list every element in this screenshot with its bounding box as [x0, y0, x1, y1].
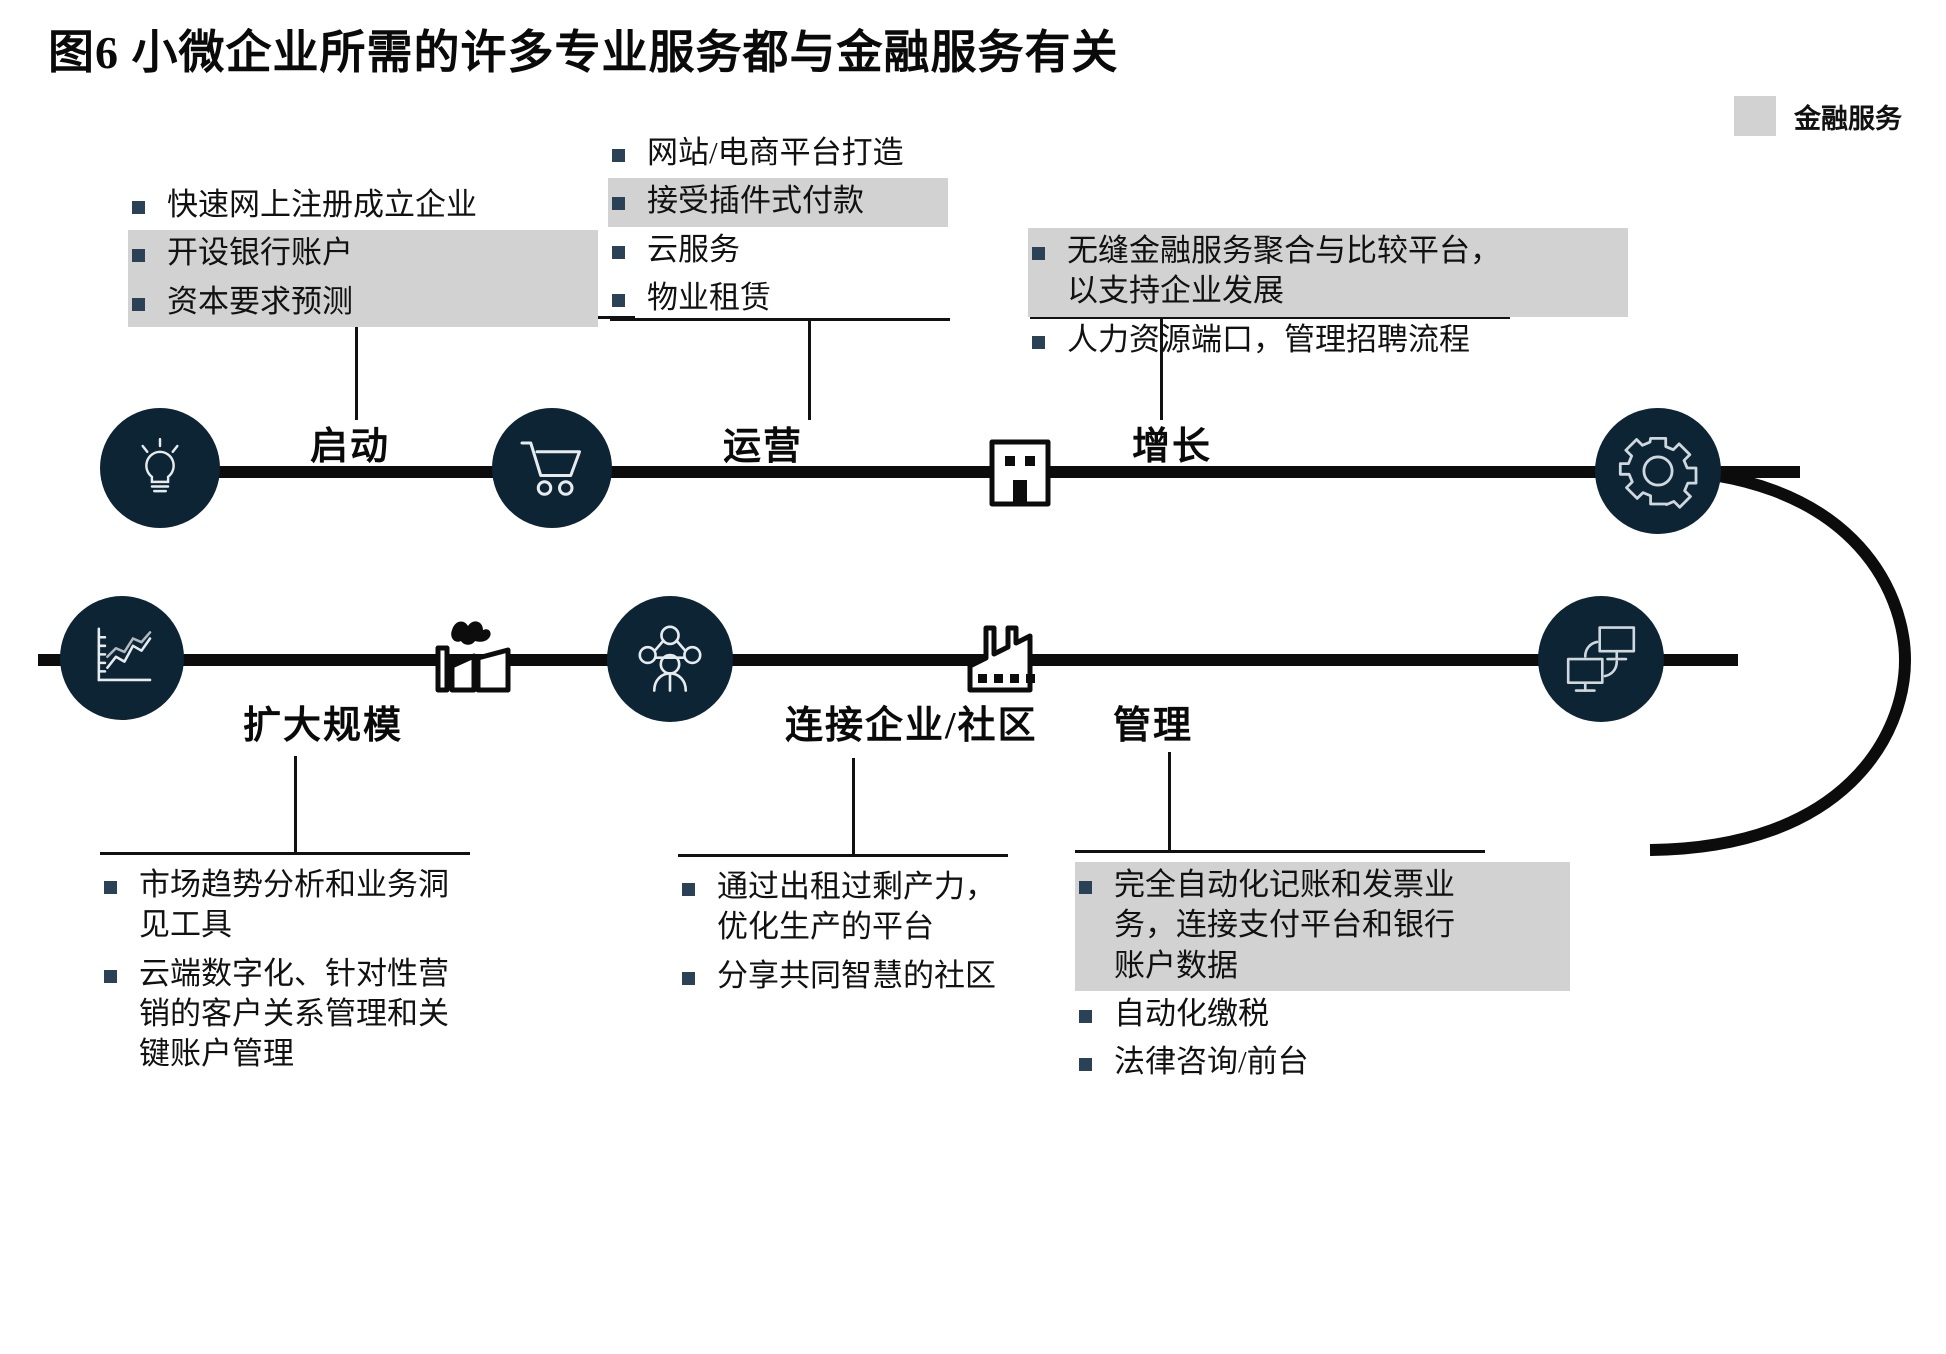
- bullet-block-manage: 完全自动化记账和发票业 务，连接支付平台和银行 账户数据 自动化缴税 法律咨询/…: [1075, 862, 1570, 1087]
- bullet-block-operate: 网站/电商平台打造 接受插件式付款 云服务 物业租赁: [608, 130, 948, 323]
- bullet-square-icon: [1032, 335, 1045, 349]
- bullet-square-icon: [612, 197, 625, 211]
- bullet-block-startup: 快速网上注册成立企业 开设银行账户 资本要求预测: [128, 182, 598, 327]
- bullet-square-icon: [1079, 1009, 1092, 1023]
- timeline-curve-connector: [1649, 464, 1912, 856]
- bullet-square-icon: [132, 201, 145, 214]
- stage-node-scale[interactable]: [60, 596, 184, 720]
- figure-title: 图6 小微企业所需的许多专业服务都与金融服务有关: [48, 27, 1119, 78]
- bullet-item: 云端数字化、针对性营 销的客户关系管理和关 键账户管理: [100, 951, 520, 1080]
- bullet-square-icon: [104, 969, 117, 983]
- bullet-item: 完全自动化记账和发票业 务，连接支付平台和银行 账户数据: [1075, 862, 1570, 991]
- leader-stem-startup: [355, 316, 358, 420]
- leader-underline-operate: [610, 318, 950, 321]
- bullet-square-icon: [132, 249, 145, 263]
- gear-icon: [1618, 436, 1698, 509]
- bullet-text: 接受插件式付款: [647, 183, 864, 219]
- bullet-item: 无缝金融服务聚合与比较平台， 以支持企业发展: [1028, 228, 1628, 317]
- bullet-square-icon: [682, 883, 695, 896]
- bullet-square-icon: [682, 971, 695, 985]
- bullet-text: 网站/电商平台打造: [647, 135, 904, 170]
- stage-node-operate[interactable]: [492, 408, 612, 528]
- leader-underline-connect: [678, 854, 1008, 857]
- bullet-text: 分享共同智慧的社区: [717, 957, 996, 993]
- bullet-block-grow: 无缝金融服务聚合与比较平台， 以支持企业发展 人力资源端口，管理招聘流程: [1028, 228, 1628, 365]
- bullet-block-connect: 通过出租过剩产力， 优化生产的平台 分享共同智慧的社区: [678, 864, 1078, 1001]
- stage-label-startup: 启动: [310, 426, 391, 468]
- bullet-block-scale: 市场趋势分析和业务洞 见工具 云端数字化、针对性营 销的客户关系管理和关 键账户…: [100, 862, 520, 1079]
- bullet-square-icon: [1079, 881, 1092, 894]
- bullet-item: 网站/电商平台打造: [608, 130, 948, 178]
- stage-label-scale: 扩大规模: [243, 705, 404, 747]
- network-people-icon: [638, 625, 702, 692]
- bullet-text: 资本要求预测: [167, 283, 353, 319]
- bullet-item: 快速网上注册成立企业: [128, 182, 598, 230]
- bullet-text: 市场趋势分析和业务洞 见工具: [139, 867, 449, 943]
- bullet-item: 开设银行账户: [128, 230, 598, 279]
- leader-stem-connect: [852, 758, 855, 856]
- legend-label-financial-services: 金融服务: [1794, 103, 1902, 134]
- bullet-item: 通过出租过剩产力， 优化生产的平台: [678, 864, 1078, 953]
- leader-stem-operate: [808, 318, 811, 420]
- bullet-text: 云服务: [647, 231, 740, 267]
- bullet-text: 云端数字化、针对性营 销的客户关系管理和关 键账户管理: [139, 955, 449, 1072]
- bullet-item: 资本要求预测: [128, 278, 598, 327]
- bullet-square-icon: [612, 293, 625, 307]
- bullet-item: 自动化缴税: [1075, 991, 1570, 1039]
- bullet-item: 人力资源端口，管理招聘流程: [1028, 317, 1628, 365]
- stage-label-grow: 增长: [1132, 426, 1213, 468]
- bullet-text: 人力资源端口，管理招聘流程: [1067, 321, 1470, 357]
- bullet-text: 自动化缴税: [1114, 995, 1269, 1031]
- leader-underline-scale: [100, 852, 470, 855]
- bullet-text: 法律咨询/前台: [1114, 1044, 1309, 1080]
- stage-node-startup[interactable]: [100, 408, 220, 528]
- bullet-square-icon: [1079, 1058, 1092, 1072]
- leader-stem-manage: [1168, 752, 1171, 852]
- bullet-text: 物业租赁: [647, 279, 771, 315]
- stage-node-manage[interactable]: [1538, 596, 1664, 722]
- timeline-rail-row2: [38, 654, 1738, 666]
- bullet-text: 快速网上注册成立企业: [167, 187, 477, 222]
- bullet-square-icon: [132, 297, 145, 311]
- office-building-icon: [989, 439, 1051, 507]
- bullet-item: 云服务: [608, 227, 948, 275]
- bullet-square-icon: [104, 881, 117, 894]
- bullet-text: 通过出租过剩产力， 优化生产的平台: [717, 869, 996, 945]
- leader-underline-grow: [1030, 316, 1510, 319]
- legend-swatch-financial-services: [1734, 96, 1776, 136]
- factory-icon: [967, 625, 1035, 693]
- lightbulb-icon: [141, 437, 179, 493]
- leader-stem-scale: [294, 756, 297, 854]
- bullet-item: 接受插件式付款: [608, 178, 948, 227]
- bullet-item: 法律咨询/前台: [1075, 1039, 1570, 1087]
- stage-label-manage: 管理: [1113, 705, 1194, 747]
- bullet-item: 分享共同智慧的社区: [678, 953, 1078, 1001]
- factory-smoke-icon: [435, 621, 511, 693]
- stage-label-connect: 连接企业/社区: [785, 705, 1038, 747]
- bullet-square-icon: [1032, 247, 1045, 260]
- shopping-cart-icon: [520, 441, 581, 496]
- legend: 金融服务: [1734, 96, 1902, 136]
- bullet-square-icon: [612, 149, 625, 162]
- bullet-square-icon: [612, 245, 625, 259]
- chart-trend-icon: [97, 627, 152, 682]
- stage-node-grow[interactable]: [1595, 408, 1721, 534]
- bullet-text: 开设银行账户: [167, 235, 353, 271]
- leader-underline-manage: [1075, 850, 1485, 853]
- bullet-text: 完全自动化记账和发票业 务，连接支付平台和银行 账户数据: [1114, 867, 1455, 983]
- connected-monitors-icon: [1566, 626, 1636, 692]
- bullet-item: 市场趋势分析和业务洞 见工具: [100, 862, 520, 951]
- bullet-item: 物业租赁: [608, 275, 948, 323]
- stage-node-connect[interactable]: [607, 596, 733, 722]
- bullet-text: 无缝金融服务聚合与比较平台， 以支持企业发展: [1067, 233, 1501, 309]
- leader-stem-grow: [1160, 316, 1163, 420]
- stage-label-operate: 运营: [723, 426, 804, 468]
